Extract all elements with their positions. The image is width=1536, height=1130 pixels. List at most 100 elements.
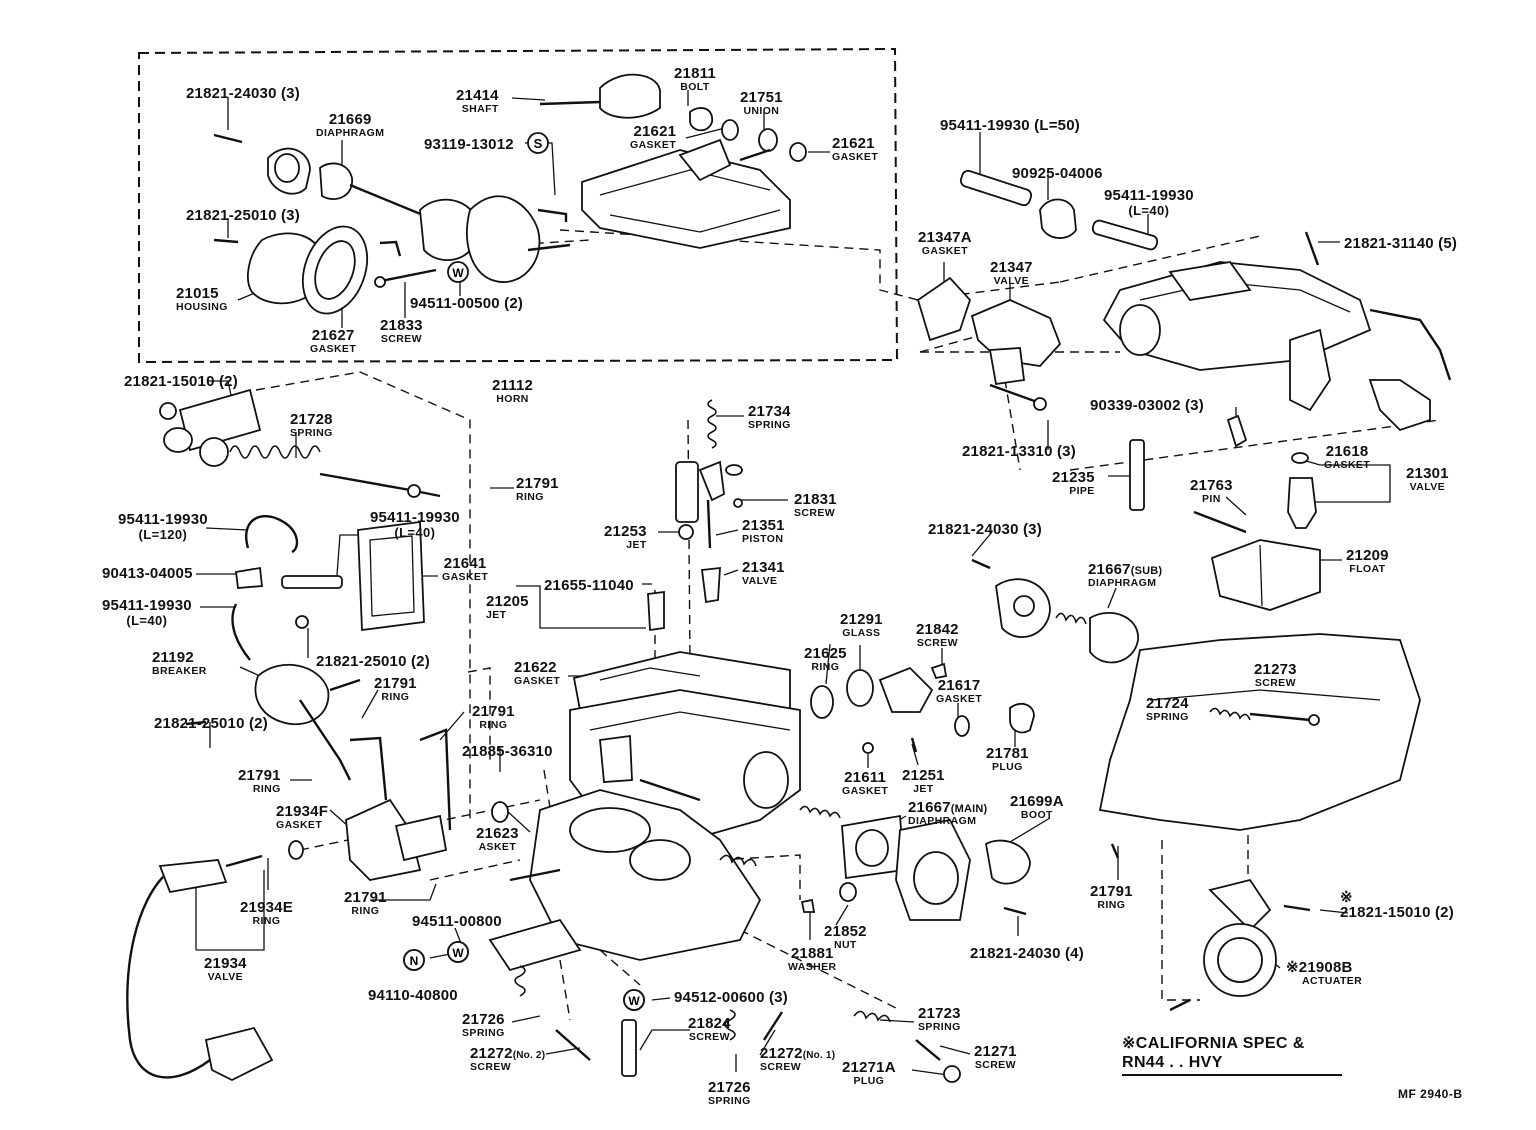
part-label-21821-24030-b: 21821-24030 (3) [928, 521, 1042, 538]
spec-note-line-2: RN44 . . HVY [1122, 1053, 1342, 1077]
part-label-90339-03002: 90339-03002 (3) [1090, 397, 1204, 414]
part-label-94110-40800: 94110-40800 [368, 987, 458, 1004]
choke-breaker-group [213, 73, 807, 315]
part-label-21821-24030: 21821-24030 (3) [186, 85, 300, 102]
figure-code: MF 2940-B [1398, 1087, 1463, 1101]
part-label-95411-19930-l40-a: 95411-19930(L=40) [1104, 187, 1194, 218]
part-label-21885-36310: 21885-36310 [462, 743, 553, 760]
center-group [488, 399, 1035, 972]
part-label-95411-19930-l40-b: 95411-19930(L=40) [370, 509, 460, 540]
part-label-21272-no2: 21272(No. 2)SCREW [470, 1045, 546, 1073]
part-label-94511-00500: 94511-00500 (2) [410, 295, 524, 312]
part-label-21821-25010-3: 21821-25010 (3) [186, 207, 300, 224]
marker-w-icon: W [447, 941, 469, 963]
part-label-21821-25010-2b: 21821-25010 (2) [154, 715, 268, 732]
part-label-21821-25010-2a: 21821-25010 (2) [316, 653, 430, 670]
part-label-90413-04005: 90413-04005 [102, 565, 193, 582]
left-group [126, 388, 452, 1082]
right-group [971, 558, 1421, 1012]
leader-lines [195, 90, 1391, 1076]
svg-text:W: W [452, 946, 464, 960]
part-label-21821-13310: 21821-13310 (3) [962, 443, 1076, 460]
part-label-21272-no1: 21272(No. 1)SCREW [760, 1045, 836, 1073]
part-label-90925-04006: 90925-04006 [1012, 165, 1103, 182]
part-label-95411-19930-l50: 95411-19930 (L=50) [940, 117, 1080, 134]
part-label-21667-main: 21667(MAIN)DIAPHRAGM [908, 799, 988, 827]
spec-note: ※CALIFORNIA SPEC & RN44 . . HVY [1122, 1034, 1342, 1077]
part-label-21821-15010-b: ※21821-15010 (2) [1340, 889, 1454, 921]
part-label-93119-13012: 93119-13012 [424, 136, 514, 153]
marker-w-icon: W [623, 989, 645, 1011]
part-label-94511-00800: 94511-00800 [412, 913, 502, 930]
part-label-95411-19930-l120: 95411-19930(L=120) [118, 511, 208, 542]
marker-n-icon: N [403, 949, 425, 971]
svg-text:W: W [628, 994, 640, 1008]
part-label-21667-sub: 21667(SUB)DIAPHRAGM [1088, 561, 1163, 589]
marker-s-icon: S [527, 132, 549, 154]
part-label-95411-19930-l40-c: 95411-19930(L=40) [102, 597, 192, 628]
part-label-94512-00600: 94512-00600 (3) [674, 989, 788, 1006]
svg-text:W: W [452, 266, 464, 280]
svg-text:S: S [534, 136, 543, 151]
choke-group-boundary [138, 47, 899, 364]
upper-right-group [916, 169, 1452, 611]
spec-note-line-1: ※CALIFORNIA SPEC & [1122, 1035, 1305, 1052]
part-label-21821-31140: 21821-31140 (5) [1344, 235, 1458, 252]
